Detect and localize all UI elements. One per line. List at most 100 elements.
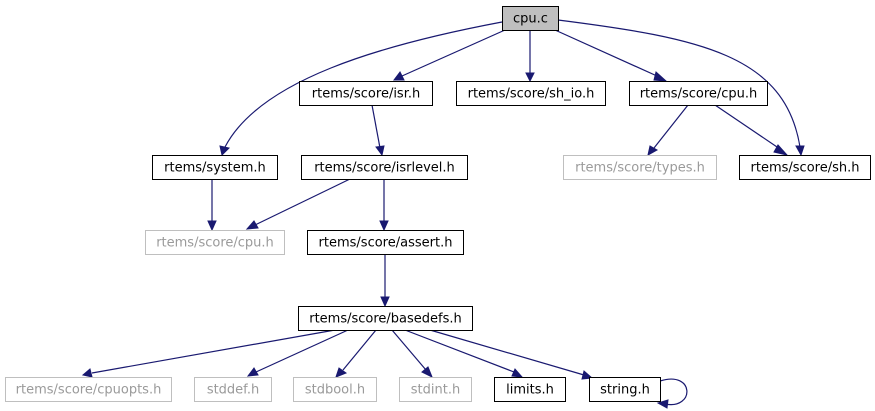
- node-label: stdbool.h: [305, 383, 365, 398]
- node-label: rtems/score/basedefs.h: [309, 312, 462, 327]
- edge-assert_h-to-basedefs_h: [380, 254, 390, 308]
- node-label: rtems/score/types.h: [575, 161, 705, 176]
- arrowhead-icon: [380, 296, 390, 308]
- node-box: [307, 230, 464, 255]
- edge-line: [557, 19, 801, 148]
- node-cpuopts-h[interactable]: rtems/score/cpuopts.h: [5, 377, 172, 402]
- node-box: [5, 377, 172, 402]
- arrowhead-icon: [393, 71, 405, 81]
- node-sh-io-h[interactable]: rtems/score/sh_io.h: [456, 81, 606, 106]
- node-box: [563, 155, 717, 180]
- edge-line: [714, 104, 781, 150]
- node-cpu-c[interactable]: cpu.c: [502, 6, 559, 31]
- node-system-h[interactable]: rtems/system.h: [152, 155, 278, 180]
- node-basedefs-h[interactable]: rtems/score/basedefs.h: [298, 306, 473, 331]
- edge-basedefs_h-to-stddef_h: [246, 329, 349, 377]
- node-box: [399, 377, 472, 402]
- edge-line: [391, 329, 427, 371]
- node-label: cpu.c: [513, 12, 548, 27]
- node-label: rtems/score/isrlevel.h: [314, 161, 455, 176]
- edge-line: [554, 29, 658, 77]
- edge-line: [653, 104, 689, 149]
- edge-basedefs_h-to-limits_h: [404, 329, 524, 378]
- node-types-h[interactable]: rtems/score/types.h: [563, 155, 717, 180]
- arrowhead-icon: [795, 145, 805, 157]
- arrowhead-icon: [375, 145, 385, 157]
- node-box: [293, 377, 377, 402]
- edge-basedefs_h-to-stdint_h: [391, 329, 433, 379]
- node-isr-h[interactable]: rtems/score/isr.h: [299, 81, 433, 106]
- node-box: [494, 377, 566, 402]
- node-stdint-h[interactable]: stdint.h: [399, 377, 472, 402]
- edge-line: [91, 329, 336, 374]
- node-isrlevel-h[interactable]: rtems/score/isrlevel.h: [301, 155, 468, 180]
- edge-line: [401, 29, 506, 77]
- node-label: rtems/score/cpuopts.h: [16, 383, 162, 398]
- edge-line: [404, 329, 515, 373]
- node-string-h[interactable]: string.h: [589, 377, 661, 402]
- arrowhead-icon: [656, 399, 669, 409]
- node-box: [589, 377, 661, 402]
- node-box: [629, 81, 768, 106]
- edge-line: [429, 329, 585, 376]
- node-box: [456, 81, 606, 106]
- edge-cpu_c-to-sh_h: [557, 19, 805, 157]
- arrowhead-icon: [335, 367, 348, 378]
- arrowhead-icon: [647, 145, 659, 156]
- arrowhead-icon: [245, 220, 259, 230]
- node-assert-h[interactable]: rtems/score/assert.h: [307, 230, 464, 255]
- arrowhead-icon: [653, 71, 668, 82]
- edge-line: [342, 329, 377, 371]
- node-stddef-h[interactable]: stddef.h: [194, 377, 272, 402]
- edge-system_h-to-score_cpu_h_2: [207, 179, 217, 232]
- node-label: rtems/score/isr.h: [312, 87, 420, 102]
- node-box: [301, 155, 468, 180]
- node-box: [194, 377, 272, 402]
- arrowhead-icon: [379, 220, 389, 232]
- edge-isr_h-to-isrlevel_h: [371, 104, 385, 157]
- node-layer: cpu.c rtems/score/isr.h rtems/score/sh_io.…: [5, 6, 871, 402]
- arrowhead-icon: [773, 144, 789, 156]
- node-label: rtems/system.h: [164, 161, 266, 176]
- edge-basedefs_h-to-cpuopts_h: [81, 329, 336, 378]
- edge-basedefs_h-to-stdbool_h: [335, 329, 377, 378]
- edge-line: [254, 178, 351, 226]
- node-score-cpu-h-2[interactable]: rtems/score/cpu.h: [145, 230, 285, 255]
- edge-score_cpu_h-to-types_h: [647, 104, 689, 156]
- node-box: [298, 306, 473, 331]
- arrowhead-icon: [207, 220, 217, 232]
- edge-layer: [81, 19, 805, 409]
- node-label: rtems/score/cpu.h: [156, 236, 274, 251]
- edge-isrlevel_h-to-assert_h: [379, 179, 389, 232]
- node-box: [299, 81, 433, 106]
- edge-cpu_c-to-sh_io_h: [525, 30, 535, 83]
- node-box: [152, 155, 278, 180]
- node-label: stddef.h: [207, 383, 259, 398]
- edge-isrlevel_h-to-score_cpu_h_2: [245, 178, 351, 230]
- node-stdbool-h[interactable]: stdbool.h: [293, 377, 377, 402]
- node-label: limits.h: [506, 383, 554, 398]
- node-box: [502, 6, 559, 31]
- edge-cpu_c-to-score_cpu_h: [554, 29, 668, 82]
- node-label: stdint.h: [411, 383, 460, 398]
- node-box: [739, 155, 871, 180]
- arrowhead-icon: [511, 368, 524, 378]
- arrowhead-icon: [81, 368, 93, 378]
- edge-line: [371, 104, 381, 149]
- edge-line: [224, 21, 503, 148]
- node-sh-h[interactable]: rtems/score/sh.h: [739, 155, 871, 180]
- node-label: rtems/score/sh.h: [751, 161, 860, 176]
- edge-basedefs_h-to-string_h: [429, 329, 594, 380]
- node-score-cpu-h[interactable]: rtems/score/cpu.h: [629, 81, 768, 106]
- node-label: rtems/score/sh_io.h: [468, 87, 595, 102]
- edge-cpu_c-to-isr_h: [393, 29, 506, 81]
- node-label: string.h: [600, 383, 650, 398]
- edge-line: [255, 329, 349, 373]
- node-limits-h[interactable]: limits.h: [494, 377, 566, 402]
- arrowhead-icon: [421, 366, 433, 379]
- edge-string_h-to-string_h: [656, 378, 688, 409]
- arrowhead-icon: [246, 367, 259, 377]
- edge-cpu_c-to-system_h: [219, 21, 503, 156]
- node-box: [145, 230, 285, 255]
